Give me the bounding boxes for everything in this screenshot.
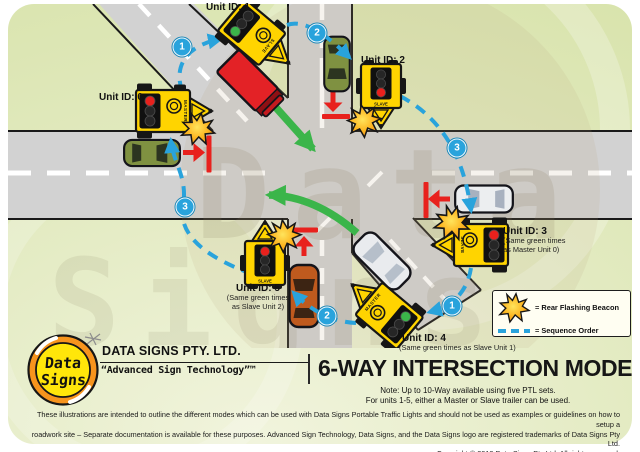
sparkle-icon: [84, 332, 102, 346]
stop-arrow-east: [428, 189, 450, 209]
sequence-line-icon: [498, 328, 530, 333]
note-line2: For units 1-5, either a Master or Slave …: [365, 396, 571, 405]
disclaimer-line1: These illustrations are intended to outl…: [36, 410, 620, 429]
disclaimer-line3: Copyright © 2013 Data Signs Pty Ltd. All…: [20, 449, 620, 452]
sequence-badge-1: 1: [172, 37, 192, 57]
stop-arrow-west: [183, 143, 205, 162]
company-tagline: “Advanced Sign Technology”™: [101, 365, 256, 376]
mode-notes: Note: Up to 10-Way available using five …: [312, 386, 624, 406]
stop-arrow-south: [294, 236, 314, 256]
sequence-badge-6: 3: [175, 197, 195, 217]
sequence-badge-4: 1: [442, 296, 462, 316]
car-north-green: [323, 35, 351, 93]
legend-box: = Rear Flashing Beacon = Sequence Order: [492, 290, 631, 337]
legend-beacon-label: = Rear Flashing Beacon: [535, 303, 619, 312]
legend-sequence-label: = Sequence Order: [535, 326, 599, 335]
unit-2-panel-label: SLAVE: [374, 102, 388, 107]
data-signs-logo: Data Signs: [27, 332, 102, 406]
unit-2-label: Unit ID: 2: [361, 55, 405, 66]
car-east-white: [454, 184, 514, 214]
unit-5-label: Unit ID: 5: [236, 283, 280, 294]
stop-arrow-north: [323, 92, 343, 112]
legend-row-beacon: = Rear Flashing Beacon: [497, 291, 626, 324]
brand-rule: [100, 362, 308, 363]
sequence-badge-3: 3: [447, 138, 467, 158]
sequence-badge-5: 2: [317, 306, 337, 326]
unit-3-label: Unit ID: 3: [503, 226, 547, 237]
unit-5-trailer: SLAVE: [240, 219, 290, 289]
legend-row-sequence: = Sequence Order: [497, 326, 626, 336]
unit-3-sub2: as Master Unit 0): [503, 244, 560, 254]
unit-4-sub1: (Same green times as Slave Unit 1): [399, 343, 516, 352]
disclaimer-line2: roadwork site – Separate documentation i…: [31, 429, 620, 449]
stop-markers: [183, 92, 450, 256]
unit-0-panel-label: MASTER: [183, 100, 188, 122]
unit-3-sub1: (Same green times: [503, 236, 566, 245]
beacon-star-icon: [497, 291, 531, 324]
unit-5-sub2: as Slave Unit 2): [231, 301, 285, 311]
unit-3-panel-label: SLAVE: [460, 236, 465, 253]
unit-5-caption: Unit ID: 5 (Same green times as Slave Un…: [196, 283, 320, 312]
page-title: 6-WAY INTERSECTION MODE: [308, 354, 640, 384]
green-arrow-se-west: [264, 184, 360, 236]
unit-1-label: Unit ID: 1: [206, 2, 250, 13]
unit-5-sub1: (Same green times: [226, 293, 290, 302]
unit-3-caption: Unit ID: 3 (Same green times as Master U…: [503, 226, 565, 255]
note-line1: Note: Up to 10-Way available using five …: [380, 386, 556, 395]
sequence-badge-2: 2: [307, 23, 327, 43]
unit-5-panel-label: SLAVE: [258, 279, 272, 284]
go-arrows: [264, 99, 360, 236]
trailers: SLAVE SLAVE: [134, 4, 510, 348]
logo-line2: Signs: [40, 371, 87, 389]
logo-line1: Data: [44, 354, 82, 372]
unit-4-caption: Unit ID: 4 (Same green times as Slave Un…: [399, 333, 516, 353]
unit-0-label: Unit ID: 0: [99, 92, 143, 103]
company-name: DATA SIGNS PTY. LTD.: [102, 344, 241, 358]
disclaimer: These illustrations are intended to outl…: [20, 410, 620, 452]
green-arrow-nw-se: [268, 99, 316, 153]
unit-4-label: Unit ID: 4: [402, 333, 446, 344]
